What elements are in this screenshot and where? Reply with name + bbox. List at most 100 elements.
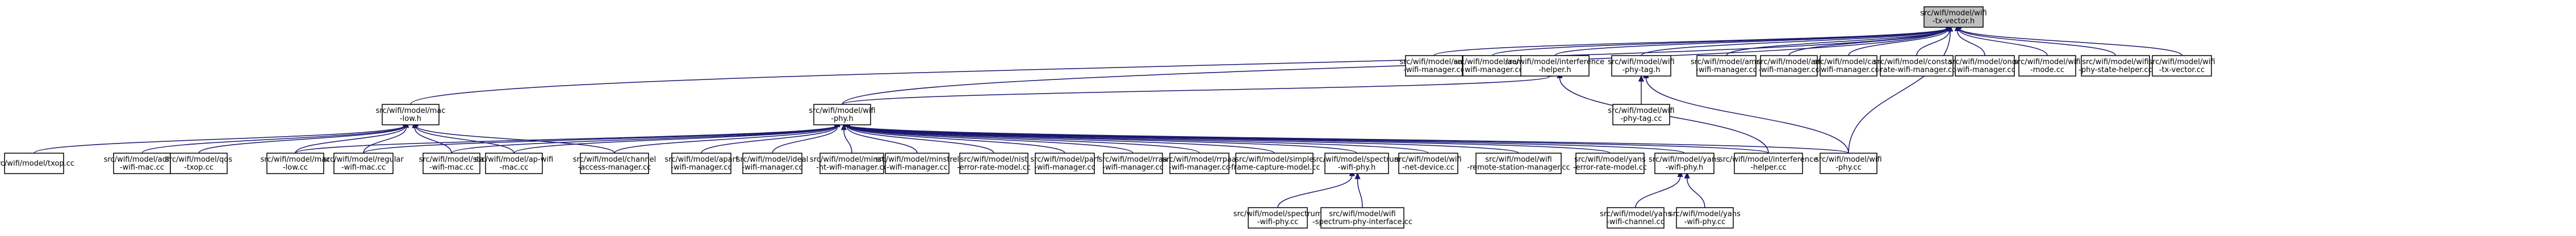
node-box <box>959 153 1028 174</box>
edge-line <box>847 125 1134 154</box>
node-label-line: -spectrum-phy-interface.cc <box>1312 218 1412 226</box>
file-node[interactable]: src/wifi/model/arf-wifi-manager.cc <box>1757 55 1821 77</box>
file-node[interactable]: src/wifi/model/yans-wifi-phy.h <box>1649 153 1720 174</box>
file-node[interactable]: src/wifi/model/nist-error-rate-model.cc <box>957 153 1031 174</box>
node-label-line: -phy-state-helper.cc <box>2079 66 2152 74</box>
file-node[interactable]: src/wifi/model/yans-wifi-phy.cc <box>1669 207 1741 229</box>
node-label-line: -wifi-manager.cc <box>742 163 802 172</box>
file-node[interactable]: src/wifi/model/sta-wifi-mac.cc <box>419 153 484 174</box>
edge-line <box>843 129 852 154</box>
file-node[interactable]: src/wifi/model/wifi-remote-station-manag… <box>1467 153 1570 174</box>
node-label-line: -wifi-manager.cc <box>1169 163 1230 172</box>
edge-line <box>1492 27 1949 56</box>
node-label-line: -wifi-manager.cc <box>1462 66 1523 74</box>
file-node[interactable]: src/wifi/model/wifi-phy-state-helper.cc <box>2079 55 2152 77</box>
node-label-line: src/wifi/model/txop.cc <box>0 159 74 168</box>
node-label-line: src/wifi/model/mac <box>376 107 446 115</box>
edge-arrowhead <box>1638 75 1645 82</box>
node-label-line: -wifi-manager.cc <box>1102 163 1163 172</box>
edge-line <box>415 126 515 154</box>
file-node[interactable]: src/wifi/model/wifi-phy.h <box>809 104 876 125</box>
node-label-line: -error-rate-model.cc <box>1573 163 1647 172</box>
file-node[interactable]: src/wifi/model/ap-wifi-mac.cc <box>475 153 553 174</box>
file-node[interactable]: src/wifi/model/aparf-wifi-manager.cc <box>664 153 738 174</box>
node-label-line: src/wifi/model/minstrel <box>810 155 894 164</box>
file-node[interactable]: src/wifi/model/spectrum-wifi-phy.cc <box>1233 207 1323 229</box>
file-node[interactable]: src/wifi/model/wifi-net-device.cc <box>1395 153 1462 174</box>
file-node[interactable]: src/wifi/model/yans-wifi-channel.cc <box>1600 207 1671 229</box>
node-label-line: -wifi-phy.h <box>1338 163 1376 172</box>
file-node[interactable]: src/wifi/model/adhoc-wifi-mac.cc <box>104 153 181 174</box>
file-node[interactable]: src/wifi/model/wifi-mode.cc <box>2014 55 2081 77</box>
node-label-line: -tx-vector.cc <box>2159 66 2205 74</box>
edge-line <box>1357 178 1363 208</box>
file-node[interactable]: src/wifi/model/rrpaa-wifi-manager.cc <box>1162 153 1236 174</box>
node-label-line: -txop.cc <box>184 163 214 172</box>
file-node[interactable]: src/wifi/model/wifi-spectrum-phy-interfa… <box>1312 207 1412 229</box>
dependency-edge <box>1638 75 1645 104</box>
file-node[interactable]: src/wifi/model/yans-error-rate-model.cc <box>1573 153 1647 174</box>
node-label-line: -helper.h <box>1538 66 1571 74</box>
file-node[interactable]: src/wifi/model/minstrel-wifi-manager.cc <box>875 153 959 174</box>
file-node[interactable]: src/wifi/model/wifi-tx-vector.cc <box>2148 55 2215 77</box>
node-box <box>485 153 543 174</box>
file-node[interactable]: src/wifi/model/mac-low.h <box>376 104 446 125</box>
node-label-line: src/wifi/model/aarf <box>1400 58 1469 66</box>
file-node[interactable]: src/wifi/model/interference-helper.cc <box>1719 153 1818 174</box>
node-box <box>1575 153 1645 174</box>
file-node[interactable]: src/wifi/model/ideal-wifi-manager.cc <box>737 153 808 174</box>
file-node[interactable]: src/wifi/model/regular-wifi-mac.cc <box>323 153 404 174</box>
edge-line <box>772 127 838 154</box>
file-node[interactable]: src/wifi/model/constant-rate-wifi-manage… <box>1874 55 1960 77</box>
file-node[interactable]: src/wifi/model/wifi-phy-tag.cc <box>1608 104 1675 125</box>
file-node[interactable]: src/wifi/model/amrr-wifi-manager.cc <box>1691 55 1763 77</box>
node-label-line: -wifi-manager.cc <box>1034 163 1095 172</box>
node-box <box>1696 55 1757 77</box>
file-node[interactable]: src/wifi/model/spectrum-wifi-phy.h <box>1312 153 1402 174</box>
file-node[interactable]: src/wifi/model/wifi-phy-tag.h <box>1608 55 1675 77</box>
edge-line <box>847 124 1849 154</box>
file-node[interactable]: src/wifi/model/rraa-wifi-manager.cc <box>1098 153 1168 174</box>
file-node[interactable]: src/wifi/model/aarfcd-wifi-manager.cc <box>1454 55 1531 77</box>
file-node[interactable]: src/wifi/model/cara-wifi-manager.cc <box>1813 55 1884 77</box>
node-label-line: src/wifi/model/ap-wifi <box>475 155 553 164</box>
edge-line <box>1958 27 2182 56</box>
node-box <box>266 153 324 174</box>
node-label-line: src/wifi/model/wifi <box>2014 58 2080 66</box>
edge-line <box>842 75 1550 105</box>
file-node[interactable]: src/wifi/model/wifi-phy.cc <box>1815 153 1882 174</box>
dependency-edge <box>1848 22 1952 56</box>
file-node[interactable]: src/wifi/model/simple-frame-capture-mode… <box>1228 153 1320 174</box>
node-box <box>333 153 394 174</box>
edge-line <box>1958 28 2116 56</box>
edge-arrowhead <box>840 123 847 130</box>
edge-line <box>1554 27 1949 56</box>
edge-line <box>141 125 406 154</box>
node-label-line: -net-device.cc <box>1402 163 1454 172</box>
edge-line <box>701 125 838 154</box>
file-node[interactable]: src/wifi/model/minstrel-ht-wifi-manager.… <box>810 153 894 174</box>
dependency-edge <box>295 119 840 154</box>
node-box <box>819 153 884 174</box>
file-node[interactable]: src/wifi/model/interference-helper.h <box>1506 55 1604 77</box>
file-node[interactable]: src/wifi/model/txop.cc <box>0 153 74 174</box>
node-box <box>1880 55 1954 77</box>
file-node[interactable]: src/wifi/model/qos-txop.cc <box>165 153 232 174</box>
node-label-line: -low.h <box>400 115 421 123</box>
node-box <box>170 153 228 174</box>
file-node[interactable]: src/wifi/model/parf-wifi-manager.cc <box>1030 153 1099 174</box>
node-label-line: src/wifi/model/rrpaa <box>1162 155 1236 164</box>
file-node[interactable]: src/wifi/model/channel-access-manager.cc <box>573 153 656 174</box>
node-label-line: -phy.h <box>831 115 853 123</box>
node-box <box>1676 207 1734 229</box>
node-label-line: src/wifi/model/wifi <box>1815 155 1881 164</box>
node-label-line: -phy-tag.cc <box>1620 115 1662 123</box>
file-node[interactable]: src/wifi/model/onoe-wifi-manager.cc <box>1948 55 2021 77</box>
file-node[interactable]: src/wifi/model/mac-low.cc <box>261 153 331 174</box>
node-box <box>1320 207 1404 229</box>
node-label-line: src/wifi/model/simple <box>1235 155 1314 164</box>
node-box <box>1035 153 1095 174</box>
node-box <box>1324 153 1389 174</box>
file-node[interactable]: src/wifi/model/aarf-wifi-manager.cc <box>1400 55 1469 77</box>
node-label-line: src/wifi/model/wifi <box>1608 58 1674 66</box>
